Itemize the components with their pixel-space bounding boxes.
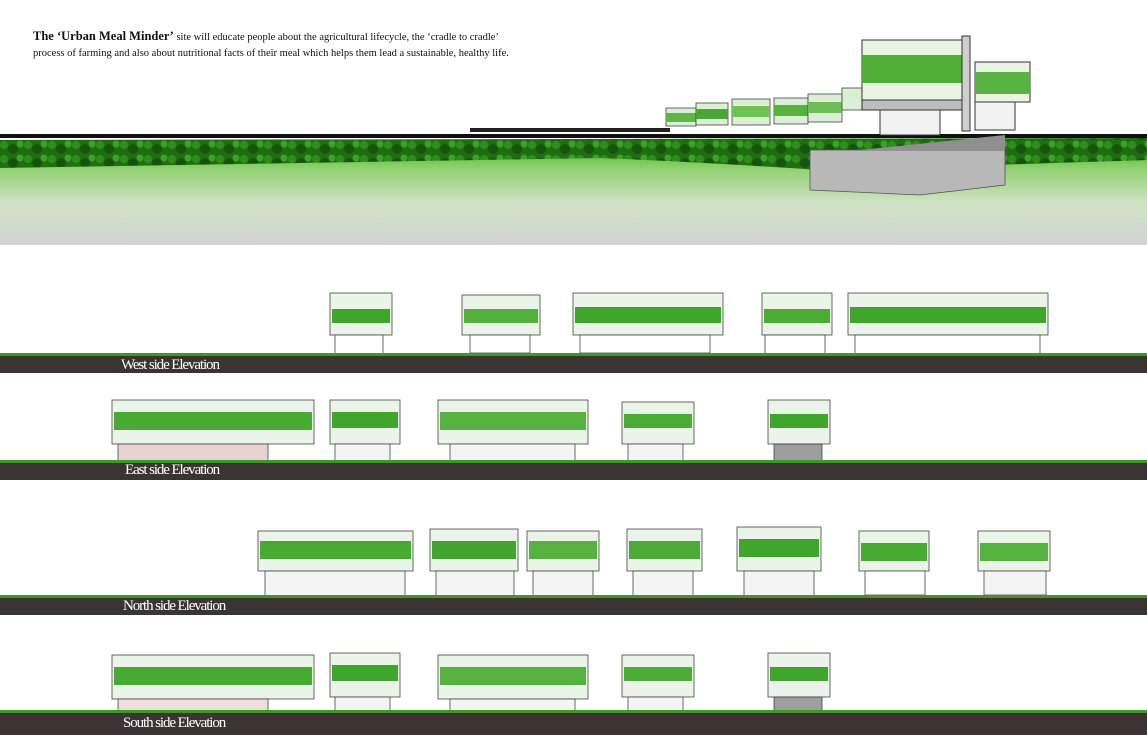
west-elevation-label: West side Elevation xyxy=(121,357,220,373)
perspective-render xyxy=(0,35,1147,245)
west-ground xyxy=(0,356,1147,373)
south-elevation-label: South side Elevation xyxy=(123,715,226,731)
east-elevation: East side Elevation xyxy=(0,390,1147,480)
east-ground xyxy=(0,463,1147,480)
north-elevation-label: North side Elevation xyxy=(123,598,226,614)
south-ground xyxy=(0,713,1147,735)
main-tower xyxy=(861,35,1031,136)
north-ground xyxy=(0,598,1147,615)
east-elevation-label: East side Elevation xyxy=(125,462,220,478)
intro-text: The ‘Urban Meal Minder’ site will educat… xyxy=(33,28,513,62)
west-elevation: West side Elevation xyxy=(0,285,1147,375)
north-elevation: North side Elevation xyxy=(0,525,1147,615)
platform xyxy=(809,149,1006,196)
intro-title: The ‘Urban Meal Minder’ xyxy=(33,29,174,43)
pods xyxy=(665,87,863,127)
intro-body: site will educate people about the agric… xyxy=(33,32,509,59)
south-elevation: South side Elevation xyxy=(0,645,1147,735)
